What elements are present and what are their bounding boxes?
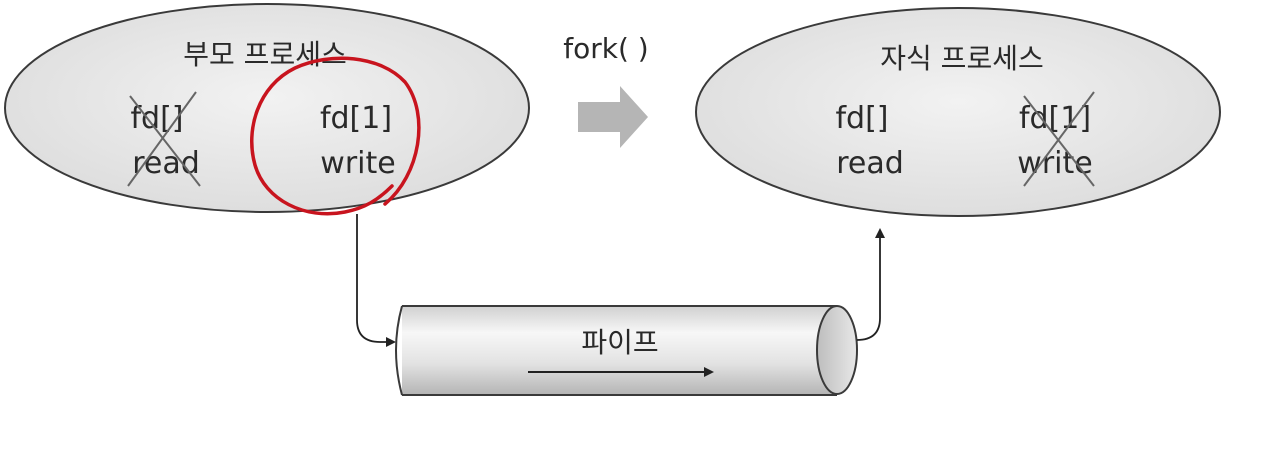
child-process-ellipse <box>695 7 1221 217</box>
child-write-fd: fd[1] <box>1019 101 1091 136</box>
parent-write-label: write <box>320 146 395 181</box>
pipe-cylinder: 파이프 <box>395 305 858 396</box>
child-write-crossout <box>1023 91 1095 187</box>
parent-process-ellipse <box>4 3 530 213</box>
parent-process: 부모 프로세스 fd[] read fd[1] write <box>4 3 530 216</box>
fork-label: fork( ) <box>563 32 648 65</box>
pipe-end-cap <box>816 305 858 395</box>
child-process-title: 자식 프로세스 <box>880 42 1043 75</box>
child-read-label: read <box>836 146 904 181</box>
red-circle-annotation <box>250 56 421 216</box>
child-read-fd: fd[] <box>835 101 888 136</box>
fork-arrow-icon <box>578 86 648 148</box>
parent-process-title: 부모 프로세스 <box>183 38 346 71</box>
pipe-to-child-connector <box>856 228 885 341</box>
pipe-label: 파이프 <box>581 326 658 359</box>
parent-read-crossout <box>127 91 201 187</box>
parent-to-pipe-connector <box>356 214 396 347</box>
parent-read-label: read <box>132 146 200 181</box>
parent-write-fd: fd[1] <box>320 101 392 136</box>
child-process: 자식 프로세스 fd[] read fd[1] write <box>695 7 1221 217</box>
child-write-label: write <box>1017 146 1092 181</box>
